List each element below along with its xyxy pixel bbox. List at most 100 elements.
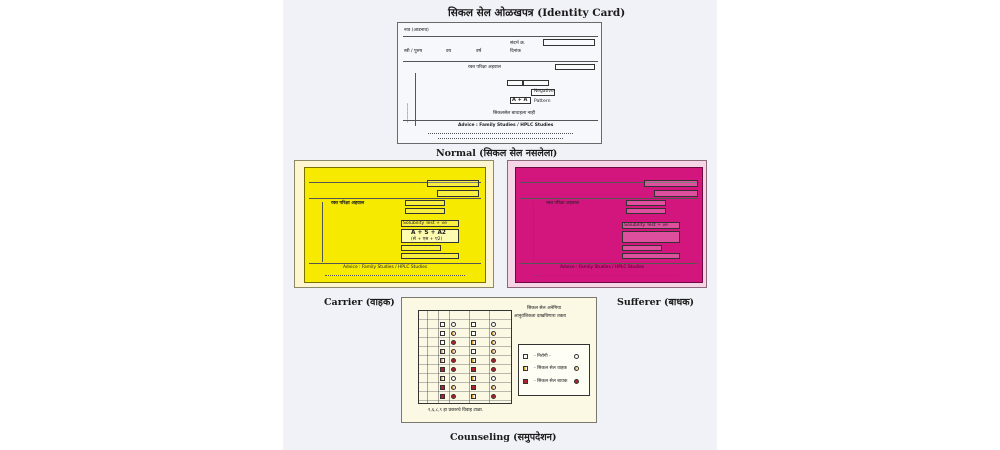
pattern-label: Pattern: [534, 99, 551, 104]
counsel-heading-2: आनुवंशिकता दाखविणारा तक्ता: [514, 314, 566, 319]
sufferer-solubility-box: [622, 222, 680, 229]
carrier-advice: Advice : Family Studies / HPLC Studies: [343, 265, 428, 270]
serial-label: संदर्भ क्र.: [510, 41, 526, 46]
grid-mark: [451, 358, 456, 363]
legend-sufferer-square: [523, 379, 528, 384]
grid-mark: [471, 385, 476, 390]
legend-carrier-square: [523, 366, 528, 371]
age-label: वय: [446, 49, 452, 54]
legend-healthy-circle: [574, 354, 579, 359]
serial-field: [543, 39, 595, 46]
normal-identity-card: नाव (आडनाव) संदर्भ क्र. स्त्री / पुरुष व…: [397, 22, 602, 144]
grid-mark: [471, 322, 476, 327]
grid-mark: [451, 349, 456, 354]
grid-mark: [491, 349, 496, 354]
grid-mark: [451, 340, 456, 345]
legend-carrier-circle: [574, 366, 579, 371]
carrier-pattern-sub: (से + एस + ए2): [411, 237, 443, 242]
sufferer-date-field: [654, 190, 698, 197]
result-field-1: [507, 80, 523, 86]
sufferer-field-1: [626, 200, 666, 206]
carrier-pattern-value: A + S + A2: [411, 230, 446, 236]
advice-text: Advice : Family Studies / HPLC Studies: [458, 123, 554, 128]
sufferer-test-section: रक्त परिक्षा अहवाल: [546, 201, 579, 206]
sufferer-identity-card: रक्त परिक्षा अहवाल Solubility Test + ve …: [507, 160, 707, 288]
counsel-footer: १,६,८,९ हा प्रकारचे विवाह टाळा.: [428, 408, 484, 413]
grid-mark: [440, 394, 445, 399]
grid-mark: [440, 331, 445, 336]
grid-mark: [451, 376, 456, 381]
grid-mark: [491, 394, 496, 399]
sufferer-serial-field: [644, 180, 698, 187]
carrier-date-field: [437, 190, 479, 197]
caption-carrier: Carrier (वाहक): [324, 297, 395, 308]
carrier-pattern-box: [401, 229, 459, 243]
grid-mark: [440, 385, 445, 390]
grid-mark: [471, 394, 476, 399]
grid-mark: [440, 376, 445, 381]
grid-mark: [451, 385, 456, 390]
result-field-2: [523, 80, 549, 86]
sufferer-pattern-box: [622, 231, 680, 243]
caption-sufferer: Sufferer (बाधक): [617, 297, 694, 308]
carrier-field-3: [401, 245, 441, 251]
carrier-solubility-box: [401, 220, 459, 227]
pattern-value: A + A: [512, 97, 528, 103]
grid-mark: [451, 394, 456, 399]
carrier-field-1: [405, 200, 445, 206]
negative-result: Negative: [534, 89, 554, 94]
legend-sufferer-circle: [574, 379, 579, 384]
grid-mark: [471, 358, 476, 363]
carrier-solubility: Solubility Test + ve: [403, 221, 447, 226]
counsel-heading-1: सिकल सेल अनेमिया: [527, 306, 561, 311]
inheritance-grid: [418, 310, 512, 404]
name-label: नाव (आडनाव): [404, 28, 429, 33]
conclusion-text: सिकलसेल बाधाहला नाही: [493, 111, 536, 116]
grid-mark: [440, 322, 445, 327]
grid-mark: [440, 358, 445, 363]
grid-mark: [491, 367, 496, 372]
carrier-test-section: रक्त परिक्षा अहवाल: [331, 201, 365, 206]
caption-normal: Normal (सिकल सेल नसलेला): [436, 148, 558, 159]
carrier-card-face: रक्त परिक्षा अहवाल Solubility Test + ve …: [304, 167, 486, 283]
grid-mark: [440, 340, 445, 345]
date-label: दिनांक: [510, 49, 521, 54]
grid-mark: [471, 331, 476, 336]
test-section-label: रक्त परिक्षा अहवाल: [468, 65, 501, 70]
carrier-field-2: [405, 208, 445, 214]
sufferer-field-3: [622, 245, 662, 251]
legend-healthy-square: [523, 354, 528, 359]
grid-mark: [491, 331, 496, 336]
grid-mark: [491, 358, 496, 363]
pattern-box: [510, 97, 531, 104]
grid-mark: [451, 331, 456, 336]
date-field: [555, 64, 595, 70]
sufferer-field-4: [622, 253, 680, 259]
sufferer-advice: Advice : Family Studies / HPLC Studies: [560, 265, 645, 270]
gender-label: स्त्री / पुरुष: [404, 49, 422, 54]
counseling-chart-card: सिकल सेल अनेमिया आनुवंशिकता दाखविणारा तक…: [401, 297, 597, 423]
carrier-identity-card: रक्त परिक्षा अहवाल Solubility Test + ve …: [294, 160, 494, 288]
grid-mark: [471, 349, 476, 354]
grid-mark: [491, 385, 496, 390]
grid-mark: [440, 367, 445, 372]
sufferer-card-face: रक्त परिक्षा अहवाल Solubility Test + ve …: [515, 167, 703, 283]
carrier-field-4: [401, 253, 459, 259]
page-title: सिकल सेल ओळखपत्र (Identity Card): [448, 7, 626, 19]
legend-sufferer: - सिकल सेल बाधक: [534, 379, 568, 384]
years-label: वर्ष: [476, 49, 482, 54]
grid-mark: [471, 367, 476, 372]
grid-mark: [491, 376, 496, 381]
grid-mark: [491, 340, 496, 345]
negative-badge: [531, 89, 555, 96]
grid-mark: [451, 367, 456, 372]
sufferer-field-2: [626, 208, 666, 214]
grid-mark: [440, 349, 445, 354]
grid-mark: [491, 322, 496, 327]
legend-healthy: - निरोगी -: [534, 354, 551, 359]
legend-carrier: - सिकल सेल वाहक: [534, 366, 567, 371]
grid-mark: [471, 376, 476, 381]
carrier-serial-field: [427, 180, 479, 187]
caption-counseling: Counseling (समुपदेशन): [450, 432, 557, 443]
grid-mark: [471, 340, 476, 345]
